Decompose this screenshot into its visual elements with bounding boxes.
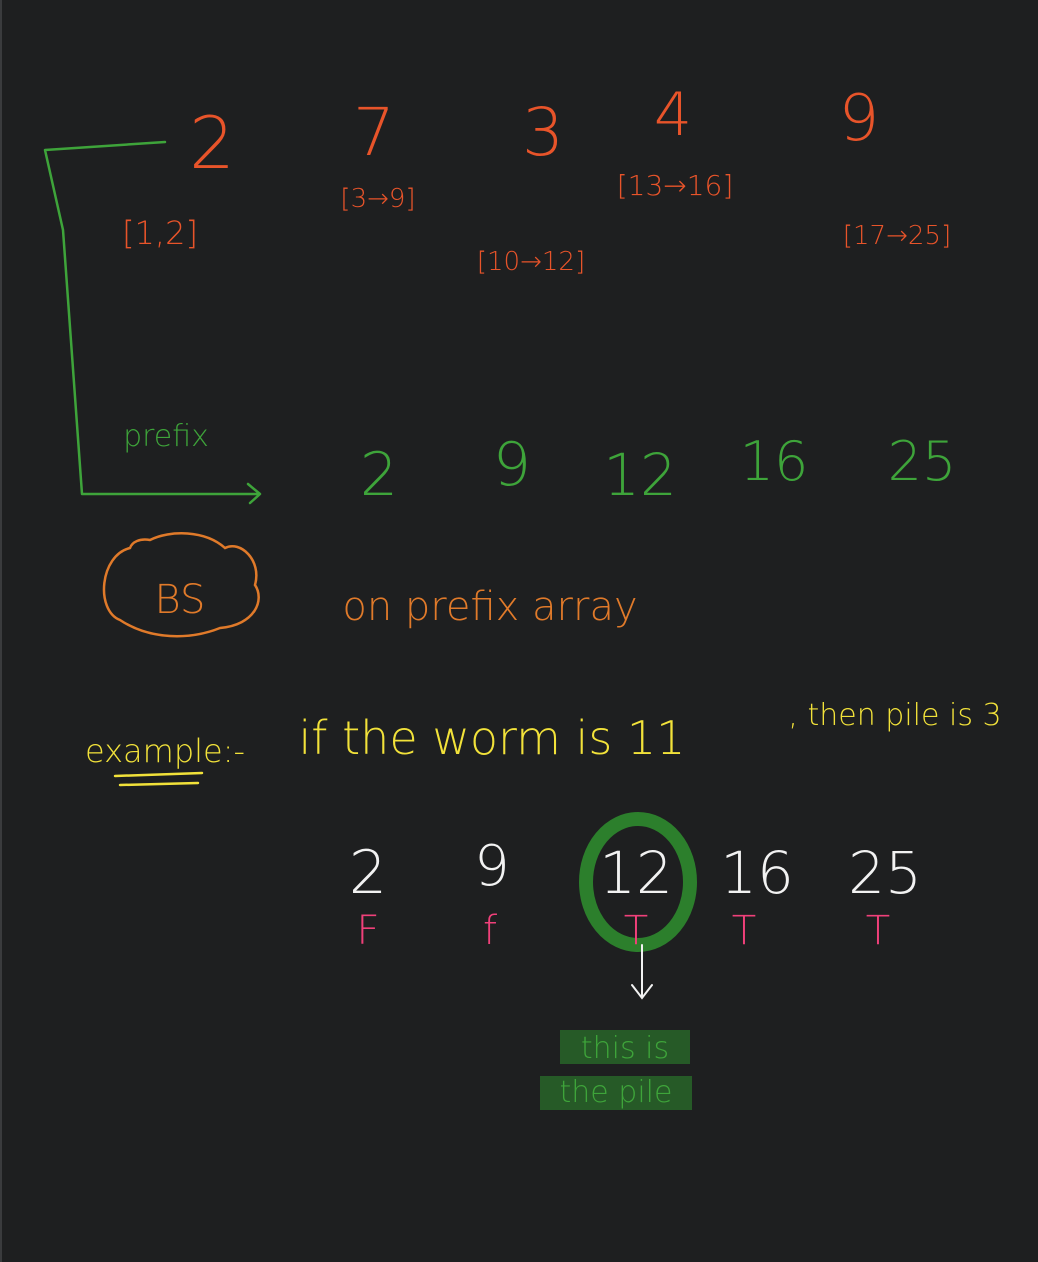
pile-size: 9: [839, 82, 880, 156]
highlight-circle: [579, 812, 697, 952]
example-text: if the worm is 11: [299, 711, 686, 765]
compare-value: 25: [848, 839, 922, 907]
bs-cloud-outline: [102, 532, 260, 638]
example-label: example:-: [85, 732, 245, 770]
compare-value: 2: [349, 838, 387, 908]
range-label: [10→12]: [477, 247, 585, 277]
flag-false: F: [356, 908, 379, 954]
prefix-label: prefix: [123, 419, 209, 454]
prefix-values-row: 2 9 12 16 25: [360, 430, 956, 510]
example-underline: [113, 771, 204, 787]
prefix-value: 2: [360, 440, 398, 510]
note-line-1: this is: [581, 1031, 669, 1066]
prefix-value: 9: [493, 430, 531, 500]
compare-values-row: 2 9 12 16 25: [349, 834, 922, 908]
flag-true: T: [866, 908, 890, 954]
pile-size: 4: [654, 80, 692, 150]
note-line-2: the pile: [560, 1075, 673, 1110]
range-label: [17→25]: [843, 221, 951, 251]
flags-row: F f T T T: [356, 908, 890, 954]
compare-value: 16: [720, 839, 794, 907]
down-arrow-icon: [631, 944, 653, 1000]
pile-size: 7: [353, 94, 395, 171]
range-label: [13→16]: [617, 169, 734, 202]
prefix-value: 16: [740, 430, 809, 493]
example-line: example:- if the worm is 11 , then pile …: [85, 698, 1002, 787]
example-tail: , then pile is 3: [788, 698, 1001, 733]
bracket-arrow: [43, 140, 262, 505]
compare-value: 9: [474, 834, 510, 899]
pile-sizes-row: 2 7 3 4 9: [189, 80, 879, 185]
ranges-row: [1,2] [3→9] [10→12] [13→16] [17→25]: [122, 169, 951, 277]
flag-false: f: [483, 908, 497, 954]
canvas-edge-line: [0, 0, 2, 1262]
prefix-value: 25: [888, 430, 957, 493]
flag-true: T: [624, 908, 648, 954]
range-label: [3→9]: [340, 184, 415, 214]
note-highlight: [540, 1076, 692, 1110]
prefix-value: 12: [603, 441, 677, 509]
pile-size: 3: [522, 94, 564, 171]
compare-value: 12: [599, 839, 673, 907]
note-highlight: [560, 1030, 690, 1064]
range-label: [1,2]: [122, 214, 198, 252]
bs-label: BS: [155, 577, 206, 623]
pile-size: 2: [189, 101, 235, 185]
bs-description: on prefix array: [342, 584, 637, 630]
flag-true: T: [732, 908, 756, 954]
